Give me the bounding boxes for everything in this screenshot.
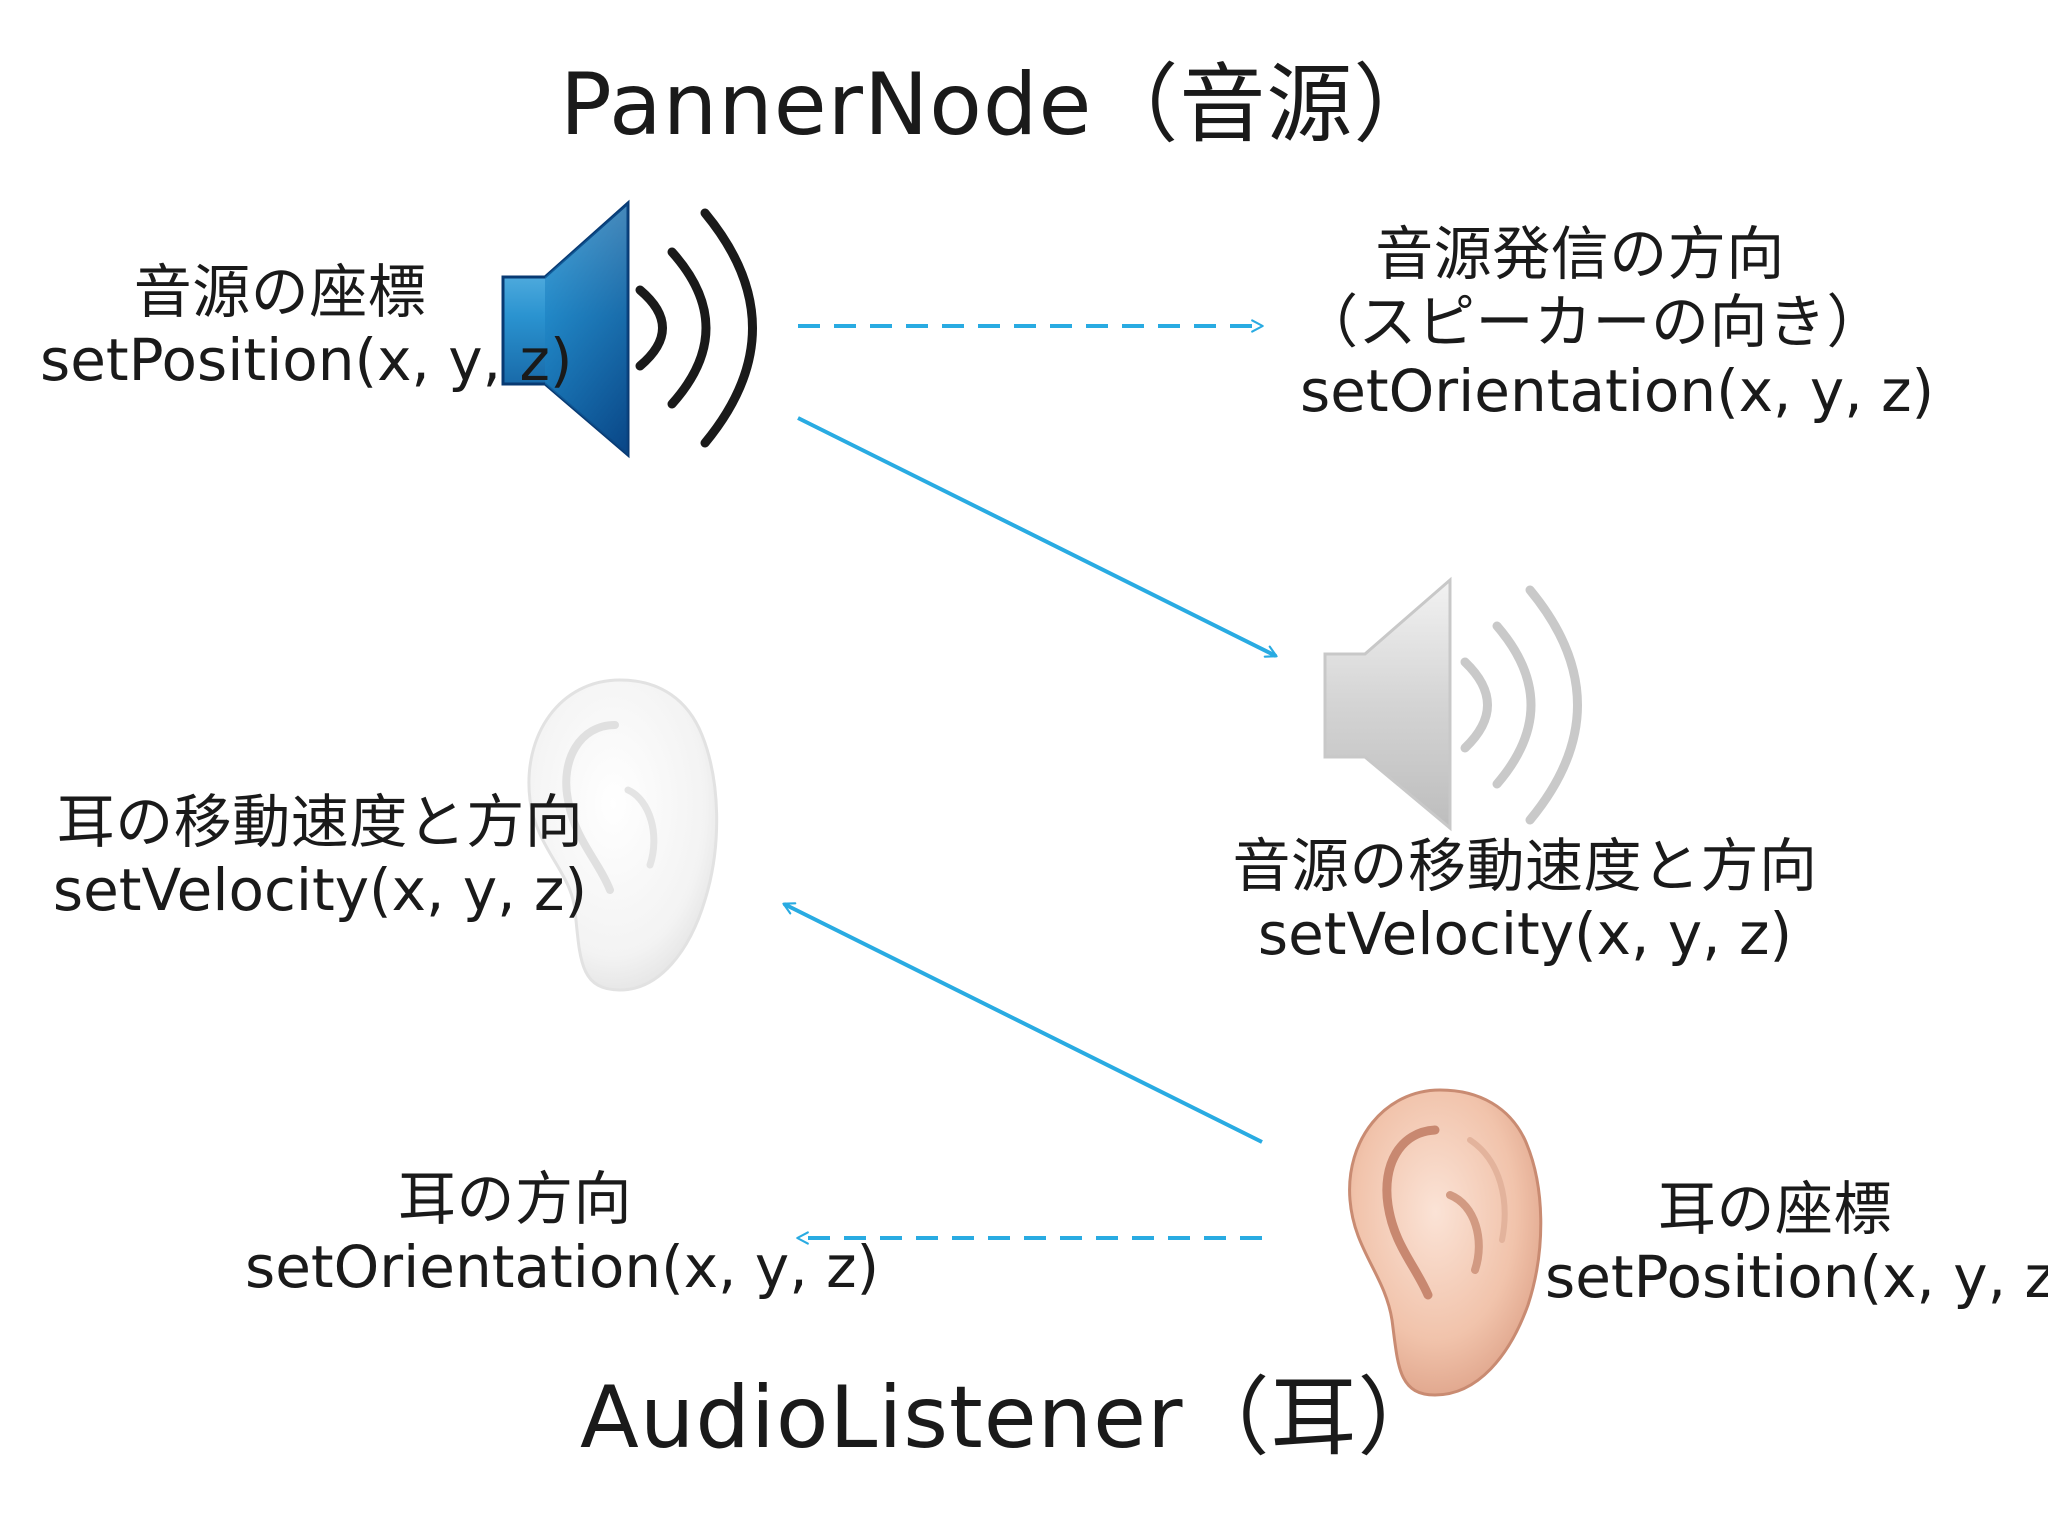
- source-position-code: setPosition(x, y, z): [40, 326, 573, 395]
- ear-icon: [1348, 1088, 1543, 1397]
- ear-position-jp: 耳の座標: [1657, 1175, 1892, 1243]
- ear-velocity-code: setVelocity(x, y, z): [52, 856, 588, 925]
- source-velocity-code: setVelocity(x, y, z): [1257, 900, 1793, 969]
- source-position-label: 音源の座標 setPosition(x, y, z): [40, 258, 573, 395]
- source-orientation-code: setOrientation(x, y, z): [1300, 356, 1935, 425]
- arrows: [782, 319, 1278, 1245]
- ear-position-code: setPosition(x, y, z): [1545, 1243, 2048, 1312]
- ear-ghost-icon: [527, 678, 719, 992]
- source-velocity-label: 音源の移動速度と方向 setVelocity(x, y, z): [1225, 832, 1825, 969]
- source-velocity-jp: 音源の移動速度と方向: [1232, 832, 1818, 900]
- ear-velocity-label: 耳の移動速度と方向 setVelocity(x, y, z): [40, 788, 600, 925]
- ear-velocity-jp: 耳の移動速度と方向: [56, 788, 584, 856]
- ear-orientation-label: 耳の方向 setOrientation(x, y, z): [245, 1165, 880, 1302]
- source-orientation-jp: 音源発信の方向: [1375, 220, 1785, 288]
- source-position-jp: 音源の座標: [133, 258, 427, 326]
- panner-title: PannerNode（音源）: [560, 55, 1441, 155]
- listener-title: AudioListener（耳）: [580, 1368, 1445, 1468]
- ear-position-label: 耳の座標 setPosition(x, y, z): [1545, 1175, 2048, 1312]
- ear-orientation-jp: 耳の方向: [397, 1165, 632, 1233]
- source-orientation-label: 音源発信の方向 （スピーカーの向き） setOrientation(x, y, …: [1300, 220, 1935, 425]
- speaker-ghost-icon: [1323, 576, 1582, 832]
- panner-title-text: PannerNode（音源）: [560, 55, 1441, 155]
- listener-title-text: AudioListener（耳）: [580, 1368, 1445, 1468]
- speaker-icon: [501, 199, 757, 459]
- ear-orientation-code: setOrientation(x, y, z): [245, 1233, 880, 1302]
- arrow-ear-velocity: [782, 902, 1263, 1144]
- source-orientation-jp2: （スピーカーの向き）: [1300, 288, 1886, 357]
- arrow-source-velocity: [797, 416, 1278, 658]
